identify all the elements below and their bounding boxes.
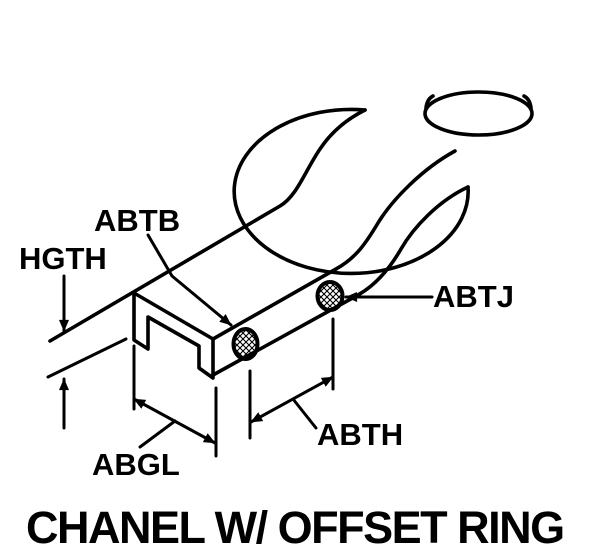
label-abtb: ABTB: [94, 203, 181, 238]
ring-outer-edge: [232, 107, 470, 276]
tongue-near-top-edge: [211, 149, 457, 341]
label-hgth: HGTH: [19, 241, 107, 276]
channel-cross-section: [132, 291, 215, 380]
label-abth: ABTH: [317, 417, 404, 452]
label-abgl: ABGL: [92, 447, 180, 482]
rivet-rear: [315, 280, 345, 312]
ring-hole-right-hook: [522, 94, 533, 110]
tongue-near-bottom-edge: [211, 185, 470, 377]
hgth-extension-bottom: [46, 337, 128, 379]
ring-hole-left-hook: [424, 94, 435, 110]
abgl-label-leader: [138, 419, 177, 449]
rivet-front: [231, 327, 260, 361]
abtb-leader-arrow: [146, 233, 233, 327]
tongue-far-edge: [48, 108, 367, 343]
ring-hole: [423, 90, 534, 137]
figure-title: CHANEL W/ OFFSET RING: [26, 502, 565, 553]
abth-label-leader: [291, 397, 318, 430]
label-abtj: ABTJ: [433, 279, 514, 314]
